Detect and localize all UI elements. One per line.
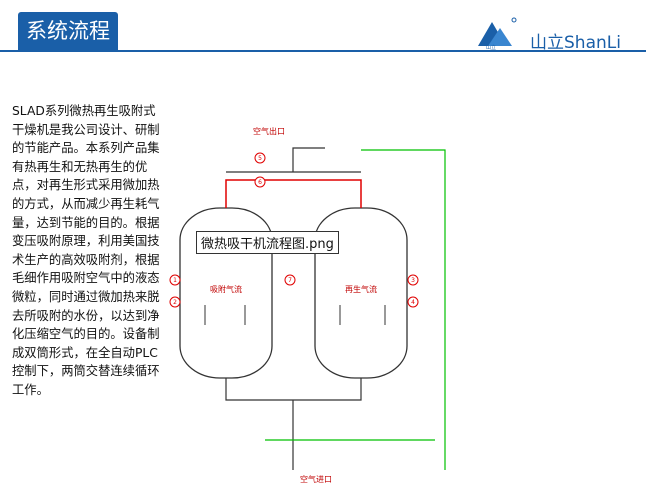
marker-number: 3 — [411, 277, 415, 284]
header-divider — [0, 50, 646, 52]
marker-number: 6 — [258, 179, 262, 186]
logo: 山立 — [478, 17, 517, 50]
bottom-pipe — [225, 378, 362, 401]
page-title: 系统流程 — [18, 12, 118, 50]
outlet-pipe — [292, 147, 325, 172]
marker-number: 5 — [258, 155, 262, 162]
description-text: SLAD系列微热再生吸附式干燥机是我公司设计、研制的节能产品。本系列产品集有热再… — [12, 104, 160, 397]
flow-arrows — [204, 305, 386, 325]
logo-small-text: 山立 — [486, 44, 496, 50]
marker-number: 7 — [288, 277, 292, 284]
left-tank-label: 吸附气流 — [210, 284, 242, 294]
marker-number: 4 — [411, 299, 415, 306]
logo-text: 山立ShanLi — [530, 33, 621, 53]
marker-number: 2 — [173, 299, 177, 306]
air-inlet-label: 空气进口 — [300, 474, 332, 484]
air-outlet-label: 空气出口 — [253, 126, 285, 136]
image-tooltip: 微热吸干机流程图.png — [196, 231, 339, 254]
green-control-line — [361, 149, 446, 470]
flow-diagram: 吸附气流 再生气流 空气出口 空气进口 1 2 3 4 5 6 7 — [169, 126, 446, 484]
marker-number: 1 — [173, 277, 177, 284]
red-pipe-top — [225, 179, 362, 208]
marker-group — [169, 152, 419, 308]
right-tank-label: 再生气流 — [345, 284, 377, 294]
